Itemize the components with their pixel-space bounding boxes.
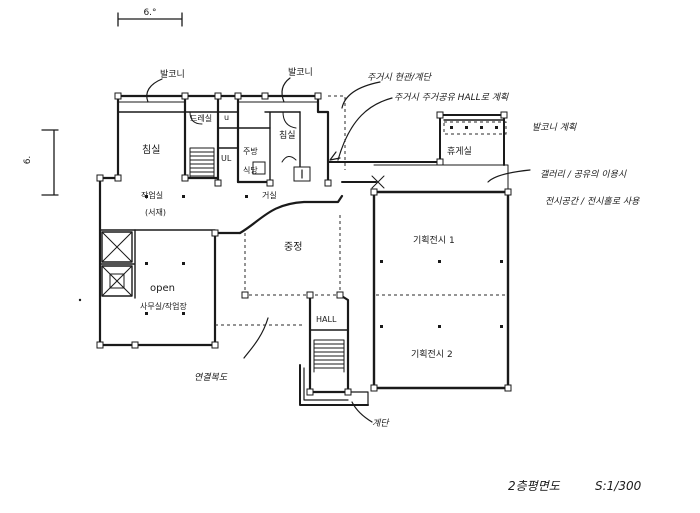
annotation-hall-link: 주거시 주거공유 HALL로 계획 xyxy=(394,92,509,103)
label-bedroom-right: 침실 xyxy=(279,130,296,141)
annotation-gallery-2: 전시공간 / 전시홀로 사용 xyxy=(545,196,640,207)
annotation-wrap-space: 연결복도 xyxy=(194,372,228,383)
structural-columns xyxy=(96,92,512,396)
label-open: open xyxy=(150,283,175,294)
drawing-title: 2층평면도 xyxy=(508,479,561,493)
label-balcony-center: 발코니 xyxy=(288,67,313,78)
label-dining: 식당 xyxy=(243,165,258,175)
label-u: u xyxy=(224,113,229,122)
label-utility: UL xyxy=(221,154,232,163)
label-hall: HALL xyxy=(316,315,337,324)
top-dimension-label: 6.° xyxy=(143,8,156,18)
annotation-balcony-ext: 발코니 계획 xyxy=(532,122,577,133)
room-labels: 발코니 발코니 침실 드레실 u UL 주방 식당 침실 휴게실 거실 작업실 … xyxy=(140,67,472,360)
label-bedroom-left: 침실 xyxy=(142,144,160,156)
annotation-residential-entry: 주거시 현관/계단 xyxy=(367,72,433,83)
left-dimension: 6. xyxy=(23,129,59,196)
label-exhibition-2: 기획전시 2 xyxy=(411,348,453,360)
label-living: 거실 xyxy=(262,190,277,200)
label-balcony-left: 발코니 xyxy=(160,69,185,80)
left-dimension-label: 6. xyxy=(23,156,33,165)
annotation-stair-down: 계단 xyxy=(372,418,390,429)
label-open-sub: 사무실/작업장 xyxy=(140,301,187,311)
label-resting-room: 휴게실 xyxy=(447,146,472,157)
label-kitchen: 주방 xyxy=(243,146,258,156)
label-dressing: 드레실 xyxy=(190,113,212,123)
leader-lines xyxy=(146,77,531,423)
annotation-gallery-1: 갤러리 / 공유의 이용시 xyxy=(540,169,627,180)
top-dimension: 6.° xyxy=(117,8,183,27)
annotation-rooftop: 옥상정원 xyxy=(447,146,481,157)
left-wing xyxy=(98,176,344,347)
label-atrium: 중정 xyxy=(284,241,302,253)
drawing-scale: S:1/300 xyxy=(595,479,642,493)
label-workroom: 작업실 xyxy=(141,190,163,200)
label-exhibition-1: 기획전시 1 xyxy=(413,234,455,246)
stray-dot xyxy=(78,298,82,302)
label-workroom-sub: (서재) xyxy=(145,208,166,217)
grid-dots xyxy=(145,126,503,328)
annotations: 주거시 현관/계단 주거시 주거공유 HALL로 계획 발코니 계획 옥상정원 … xyxy=(194,72,642,493)
